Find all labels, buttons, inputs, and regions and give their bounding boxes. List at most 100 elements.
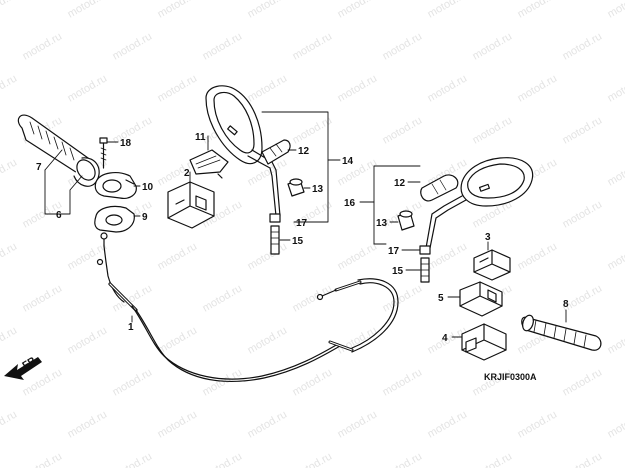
- watermark-text: motod.ru: [156, 72, 200, 104]
- watermark-text: motod.ru: [246, 408, 290, 440]
- watermark-text: motod.ru: [111, 366, 155, 398]
- watermark-text: motod.ru: [201, 366, 245, 398]
- watermark-text: motod.ru: [291, 30, 335, 62]
- left-nut-13[interactable]: [287, 178, 305, 197]
- left-adapter[interactable]: [269, 213, 281, 255]
- callout-4: 4: [442, 333, 448, 344]
- callout-1: 1: [128, 322, 134, 333]
- watermark-text: motod.ru: [561, 30, 605, 62]
- callout-15-right: 15: [392, 266, 404, 277]
- callout-17-left: 17: [296, 218, 308, 229]
- callout-2: 2: [184, 168, 190, 179]
- callout-8: 8: [563, 299, 569, 310]
- watermark-text: motod.ru: [0, 72, 19, 104]
- switch-5[interactable]: [459, 281, 503, 317]
- watermark-text: motod.ru: [381, 450, 425, 468]
- watermark-text: motod.ru: [561, 198, 605, 230]
- watermark-text: motod.ru: [471, 450, 515, 468]
- switch-3[interactable]: [473, 249, 511, 281]
- watermark-text: motod.ru: [561, 366, 605, 398]
- watermark-text: motod.ru: [21, 30, 65, 62]
- watermark-text: motod.ru: [516, 0, 560, 21]
- callout-3: 3: [485, 232, 491, 243]
- watermark-text: motod.ru: [0, 324, 19, 356]
- throttle-housing-lower[interactable]: [94, 205, 135, 247]
- watermark-text: motod.ru: [0, 408, 19, 440]
- watermark-text: motod.ru: [426, 0, 470, 21]
- throttle-housing-upper[interactable]: [94, 172, 137, 199]
- watermark-text: motod.ru: [516, 72, 560, 104]
- watermark-text: motod.ru: [246, 324, 290, 356]
- callout-16: 16: [344, 198, 356, 209]
- watermark-text: motod.ru: [21, 450, 65, 468]
- callout-12-left: 12: [298, 146, 310, 157]
- front-arrow-icon: FR.: [4, 354, 42, 380]
- callout-11: 11: [195, 132, 206, 143]
- watermark-text: motod.ru: [111, 282, 155, 314]
- callout-10: 10: [142, 182, 154, 193]
- watermark-text: motod.ru: [291, 282, 335, 314]
- left-mirror[interactable]: [205, 85, 281, 217]
- watermark-text: motod.ru: [606, 72, 625, 104]
- watermark-text: motod.ru: [21, 282, 65, 314]
- watermark-text: motod.ru: [606, 0, 625, 21]
- watermark-text: motod.ru: [336, 72, 380, 104]
- watermark-text: motod.ru: [426, 240, 470, 272]
- callout-18: 18: [120, 138, 132, 149]
- watermark-text: motod.ru: [246, 0, 290, 21]
- watermark-text: motod.ru: [66, 324, 110, 356]
- right-mirror[interactable]: [425, 157, 534, 249]
- watermark-text: motod.ru: [156, 0, 200, 21]
- left-grip[interactable]: [17, 114, 100, 187]
- watermark-text: motod.ru: [606, 408, 625, 440]
- watermark-text: motod.ru: [516, 408, 560, 440]
- callout-5: 5: [438, 293, 444, 304]
- watermark-text: motod.ru: [426, 72, 470, 104]
- watermark-text: motod.ru: [66, 408, 110, 440]
- watermark-text: motod.ru: [381, 114, 425, 146]
- watermark-text: motod.ru: [606, 240, 625, 272]
- watermark-text: motod.ru: [0, 156, 19, 188]
- watermark-text: motod.ru: [471, 30, 515, 62]
- callout-12-right: 12: [394, 178, 406, 189]
- watermark-text: motod.ru: [246, 72, 290, 104]
- throttle-cable[interactable]: [96, 245, 399, 383]
- watermark-text: motod.ru: [201, 30, 245, 62]
- callout-13-right: 13: [376, 218, 388, 229]
- watermark-text: motod.ru: [516, 240, 560, 272]
- callout-7: 7: [36, 162, 42, 173]
- watermark-text: motod.ru: [0, 240, 19, 272]
- callout-13-left: 13: [312, 184, 324, 195]
- watermark-text: motod.ru: [291, 450, 335, 468]
- watermark-text: motod.ru: [111, 450, 155, 468]
- leader-lines: [44, 111, 567, 338]
- right-adapter[interactable]: [419, 245, 431, 283]
- right-nut-13[interactable]: [397, 210, 415, 231]
- watermark-text: motod.ru: [66, 0, 110, 21]
- watermark-text: motod.ru: [561, 450, 605, 468]
- watermark-text: motod.ru: [156, 408, 200, 440]
- right-boot[interactable]: [420, 174, 459, 202]
- screw-18[interactable]: [99, 137, 108, 169]
- watermark-text: motod.ru: [156, 240, 200, 272]
- right-grip[interactable]: [521, 314, 602, 351]
- watermark-text: motod.ru: [336, 240, 380, 272]
- switch-4[interactable]: [461, 323, 507, 361]
- diagram-code: KRJIF0300A: [484, 372, 537, 382]
- watermark-text: motod.ru: [471, 114, 515, 146]
- watermark-text: motod.ru: [201, 450, 245, 468]
- watermark-text: motod.ru: [336, 408, 380, 440]
- watermark-text: motod.ru: [381, 366, 425, 398]
- watermark-text: motod.ru: [246, 240, 290, 272]
- watermark-text: motod.ru: [426, 408, 470, 440]
- left-boot[interactable]: [261, 139, 291, 165]
- watermark-text: motod.ru: [111, 30, 155, 62]
- callout-15-left: 15: [292, 236, 304, 247]
- watermark-text: motod.ru: [381, 30, 425, 62]
- watermark-text: motod.ru: [201, 282, 245, 314]
- watermark-text: motod.ru: [291, 366, 335, 398]
- lever-cover[interactable]: [189, 149, 229, 179]
- callout-14: 14: [342, 156, 354, 167]
